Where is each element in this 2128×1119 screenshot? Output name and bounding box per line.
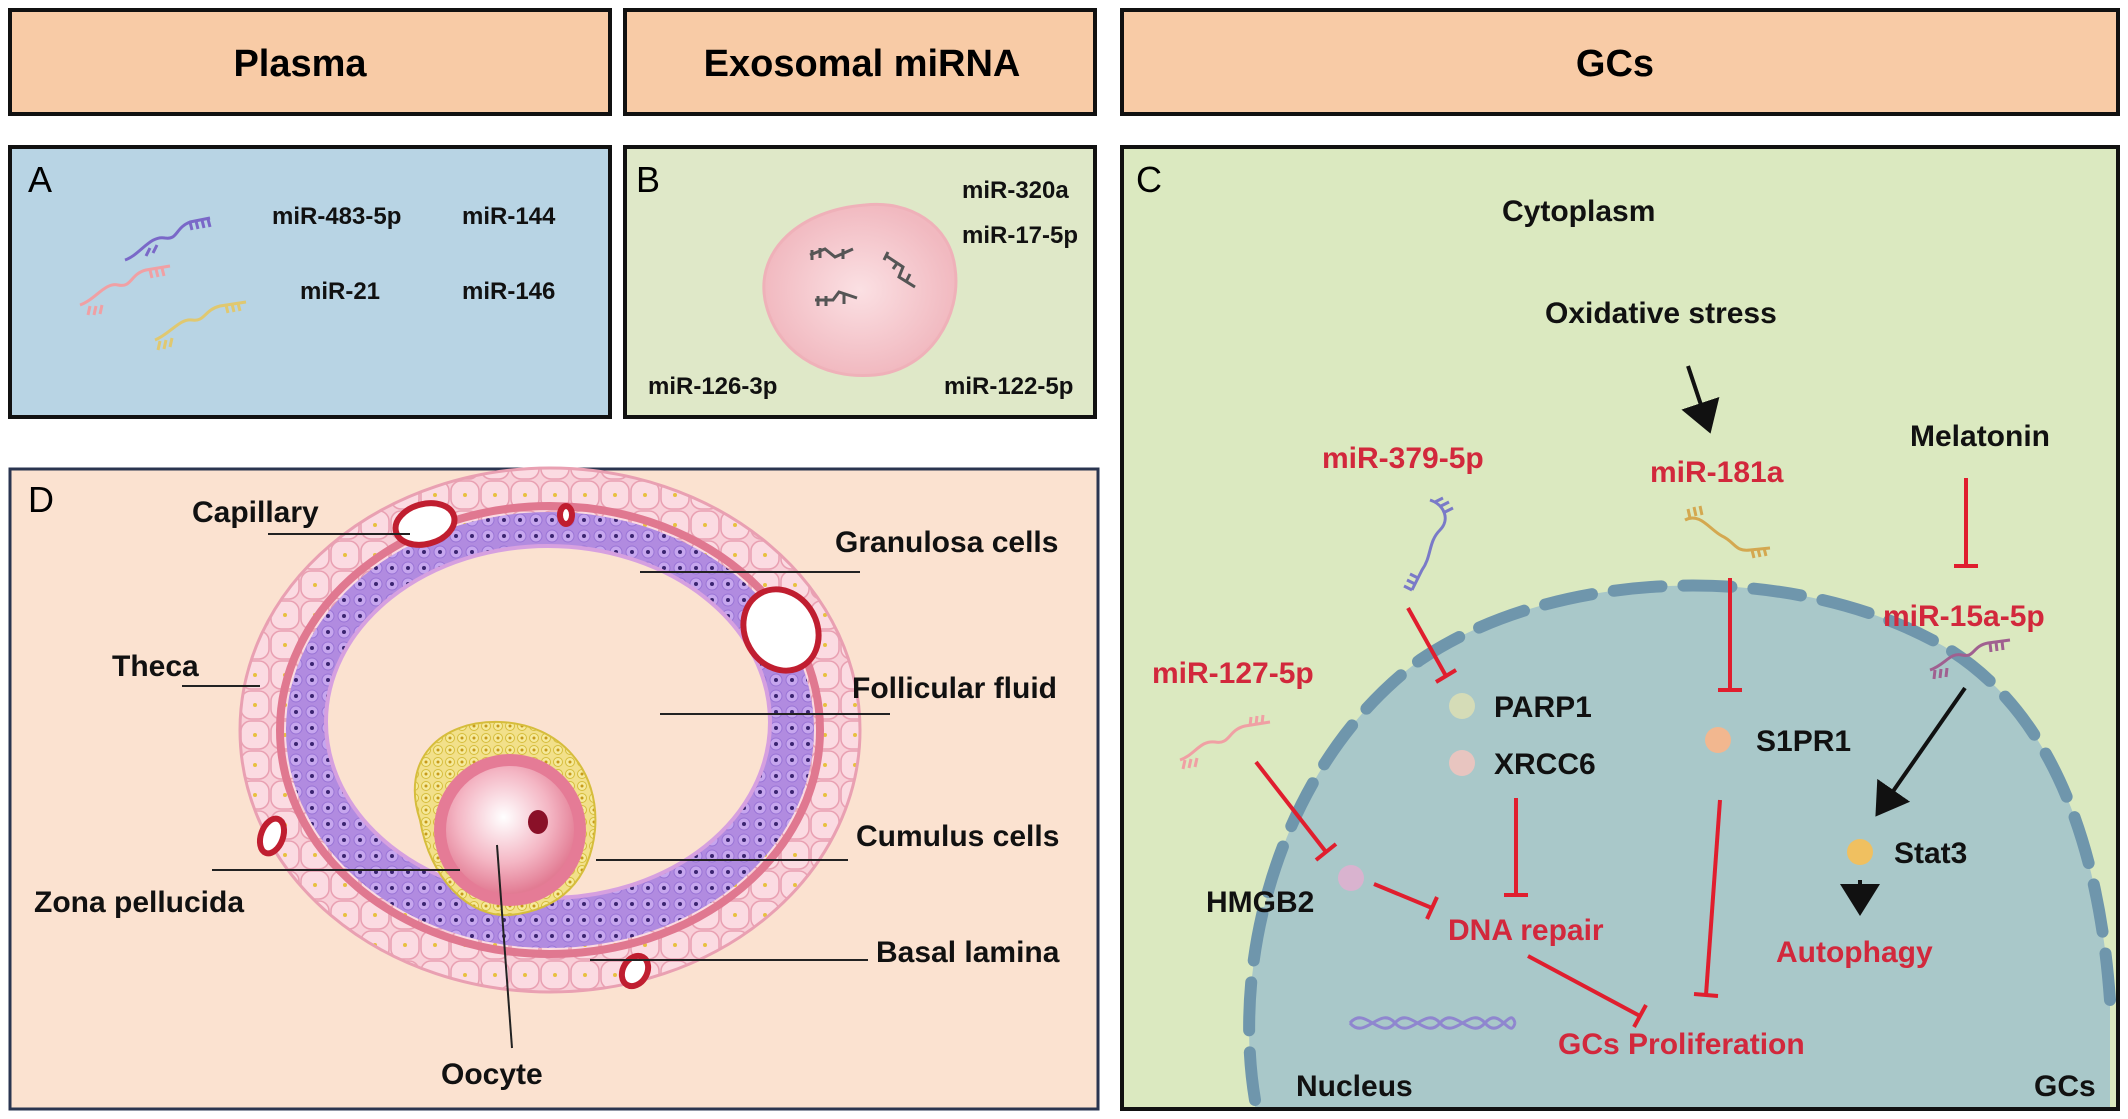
- exosome-icon: [762, 202, 958, 378]
- oocyte-nucleus: [528, 810, 548, 834]
- gcs-corner-label: GCs: [2034, 1070, 2096, 1103]
- parp1-dot: [1449, 693, 1475, 719]
- melatonin-inhibits-mir15a: [1954, 478, 1978, 568]
- panel-b-mirna-4: miR-122-5p: [944, 373, 1073, 400]
- mir-181a-label: miR-181a: [1650, 456, 1784, 489]
- granulosa-cells-label: Granulosa cells: [835, 526, 1058, 559]
- stat3-label: Stat3: [1894, 837, 1967, 870]
- panel-b-mirna-2: miR-17-5p: [962, 222, 1078, 249]
- oxidative-to-mir181a-arrow: [1681, 365, 1720, 434]
- xrcc6-inhibits-dna-repair: [1504, 798, 1528, 897]
- s1pr1-label: S1PR1: [1756, 725, 1851, 758]
- mir-379-label: miR-379-5p: [1322, 442, 1484, 475]
- panel-c: C Cytoplasm Oxidative stress Melatonin m…: [1120, 145, 2120, 1111]
- header-plasma: Plasma: [8, 8, 612, 116]
- zona-pellucida-label: Zona pellucida: [34, 886, 244, 919]
- panel-a-mirna-3: miR-21: [300, 278, 380, 305]
- dna-repair-inhibits-proliferation: [1527, 954, 1648, 1028]
- capillary-vessels: [256, 500, 822, 990]
- panel-a-letter: A: [28, 159, 52, 200]
- panel-d-leader-lines: [182, 533, 890, 1049]
- gcs-proliferation-label: GCs Proliferation: [1558, 1028, 1805, 1061]
- oocyte-label: Oocyte: [441, 1058, 543, 1091]
- panel-b: B miR-320a miR-17-5p miR-126-3p miR-122-…: [623, 145, 1097, 419]
- follicle-illustration: [238, 466, 862, 994]
- panel-b-mirna-3: miR-126-3p: [648, 373, 777, 400]
- cytoplasm-label: Cytoplasm: [1502, 195, 1655, 228]
- theca-label: Theca: [112, 650, 199, 683]
- mir181a-inhibits-s1pr1: [1718, 578, 1742, 692]
- mir-15a-icon: [1929, 638, 2011, 680]
- dna-repair-label: DNA repair: [1448, 914, 1604, 947]
- nucleus-label: Nucleus: [1296, 1070, 1413, 1103]
- header-gcs: GCs: [1120, 8, 2120, 116]
- mir379-inhibits-parp1: [1406, 607, 1458, 684]
- mirna-pink-icon: [79, 264, 171, 316]
- dna-helix-icon: [1348, 1016, 1517, 1030]
- mir-127-label: miR-127-5p: [1152, 657, 1314, 690]
- mir-379-icon: [1403, 496, 1454, 592]
- stat3-dot: [1847, 839, 1873, 865]
- panel-b-letter: B: [636, 159, 660, 200]
- mir-127-icon: [1179, 714, 1271, 770]
- panel-b-mirna-1: miR-320a: [962, 177, 1069, 204]
- s1pr1-inhibits-proliferation: [1693, 799, 1722, 998]
- mir15a-to-stat3-arrow: [1875, 686, 1967, 817]
- mirna-purple-icon: [124, 216, 212, 262]
- panel-a-mirna-4: miR-146: [462, 278, 555, 305]
- panel-d: D: [8, 466, 1100, 1111]
- hmgb2-dot: [1338, 865, 1364, 891]
- oxidative-stress-label: Oxidative stress: [1545, 297, 1777, 330]
- mir-181a-icon: [1684, 505, 1771, 559]
- header-plasma-label: Plasma: [233, 43, 367, 85]
- hmgb2-label: HMGB2: [1206, 886, 1314, 919]
- xrcc6-label: XRCC6: [1494, 748, 1596, 781]
- panel-a: A miR-483-5p miR-144 miR-21 miR-146: [8, 145, 612, 419]
- panel-a-mirna-2: miR-144: [462, 203, 556, 230]
- oocyte-cell: [446, 766, 574, 894]
- parp1-label: PARP1: [1494, 691, 1592, 724]
- mir127-inhibits-hmgb2: [1254, 760, 1338, 862]
- melatonin-label: Melatonin: [1910, 420, 2050, 453]
- mir-15a-label: miR-15a-5p: [1883, 600, 2045, 633]
- hmgb2-inhibits-dna-repair: [1373, 882, 1439, 920]
- header-exosomal-label: Exosomal miRNA: [704, 43, 1021, 85]
- s1pr1-dot: [1705, 727, 1731, 753]
- panel-a-mirna-1: miR-483-5p: [272, 203, 401, 230]
- panel-d-letter: D: [28, 479, 54, 520]
- cumulus-cells-label: Cumulus cells: [856, 820, 1059, 853]
- xrcc6-dot: [1449, 750, 1475, 776]
- autophagy-label: Autophagy: [1776, 936, 1933, 969]
- follicular-fluid-label: Follicular fluid: [852, 672, 1057, 705]
- mirna-yellow-icon: [154, 300, 247, 351]
- header-exosomal: Exosomal miRNA: [623, 8, 1097, 116]
- header-gcs-label: GCs: [1576, 43, 1654, 85]
- basal-lamina-label: Basal lamina: [876, 936, 1060, 969]
- capillary-label: Capillary: [192, 496, 319, 529]
- panel-c-letter: C: [1136, 159, 1162, 200]
